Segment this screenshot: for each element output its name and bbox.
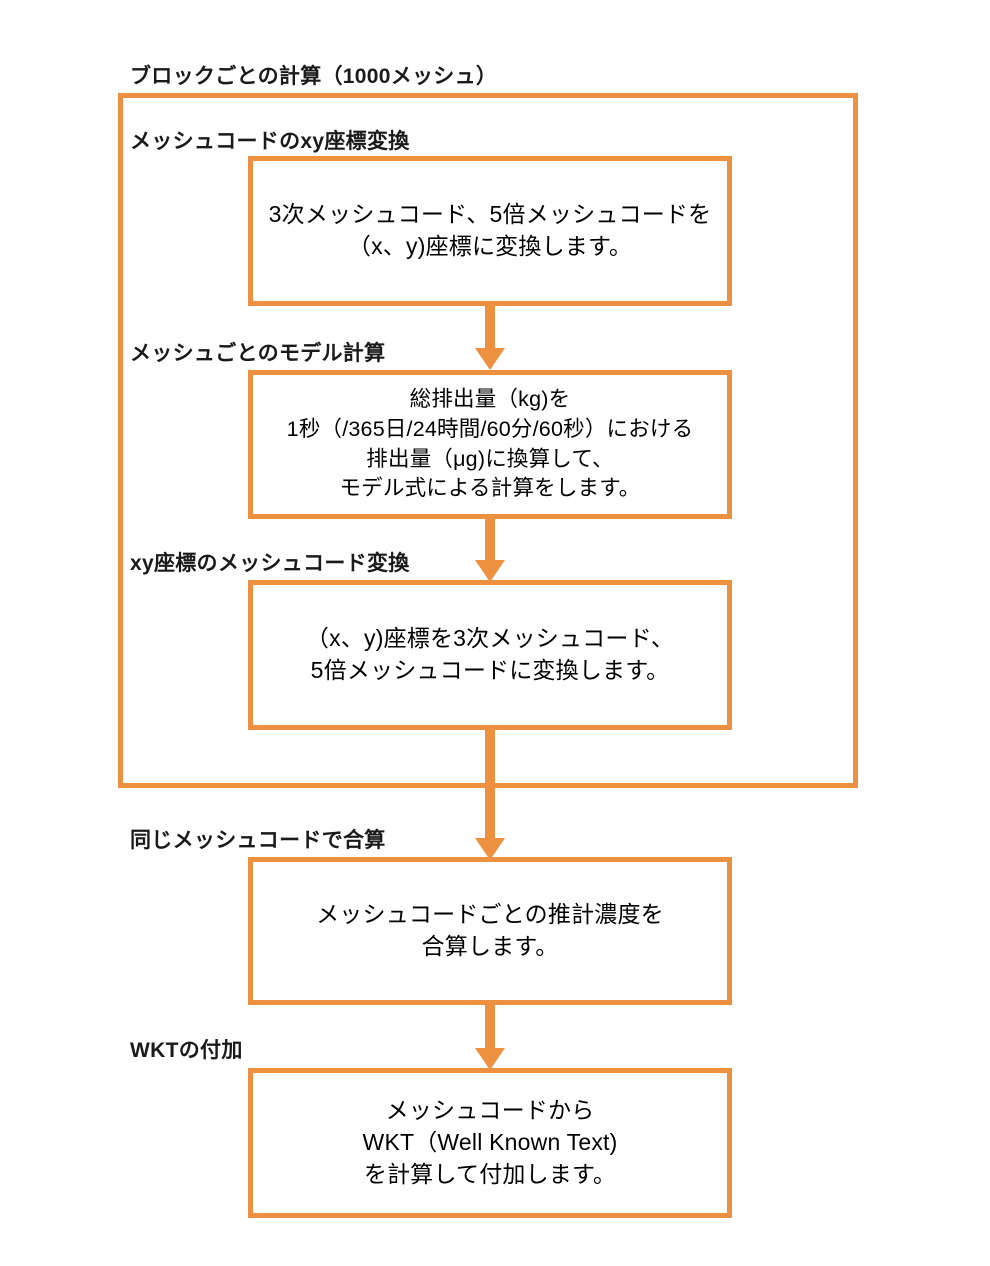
process-box-sum-same-mesh-code-text: メッシュコードごとの推計濃度を 合算します。 xyxy=(316,901,664,959)
arrow-4-to-5 xyxy=(474,1000,506,1072)
process-box-model-calc-per-mesh-text: 総排出量（kg)を 1秒（/365日/24時間/60分/60秒）における 排出量… xyxy=(286,387,694,501)
group-title: ブロックごとの計算（1000メッシュ） xyxy=(130,65,498,88)
arrow-1-to-2 xyxy=(474,300,506,372)
caption-add-wkt: WKTの付加 xyxy=(130,1039,243,1062)
arrow-3-to-4 xyxy=(474,725,506,862)
caption-xy-to-mesh-code: xy座標のメッシュコード変換 xyxy=(130,552,410,575)
arrow-2-to-3 xyxy=(474,514,506,584)
process-box-add-wkt-text: メッシュコードから WKT（Well Known Text) を計算して付加しま… xyxy=(362,1097,618,1187)
caption-mesh-code-to-xy: メッシュコードのxy座標変換 xyxy=(130,130,410,153)
process-box-add-wkt: メッシュコードから WKT（Well Known Text) を計算して付加しま… xyxy=(248,1068,732,1218)
process-box-xy-to-mesh-code-text: （x、y)座標を3次メッシュコード、 5倍メッシュコードに変換します。 xyxy=(305,625,675,683)
process-box-xy-to-mesh-code: （x、y)座標を3次メッシュコード、 5倍メッシュコードに変換します。 xyxy=(248,580,732,730)
process-box-mesh-code-to-xy: 3次メッシュコード、5倍メッシュコードを （x、y)座標に変換します。 xyxy=(248,156,732,306)
process-box-sum-same-mesh-code: メッシュコードごとの推計濃度を 合算します。 xyxy=(248,857,732,1005)
caption-sum-same-mesh-code: 同じメッシュコードで合算 xyxy=(130,829,386,852)
process-box-mesh-code-to-xy-text: 3次メッシュコード、5倍メッシュコードを （x、y)座標に変換します。 xyxy=(268,201,712,259)
caption-model-calc-per-mesh: メッシュごとのモデル計算 xyxy=(130,342,386,365)
process-box-model-calc-per-mesh: 総排出量（kg)を 1秒（/365日/24時間/60分/60秒）における 排出量… xyxy=(248,370,732,519)
